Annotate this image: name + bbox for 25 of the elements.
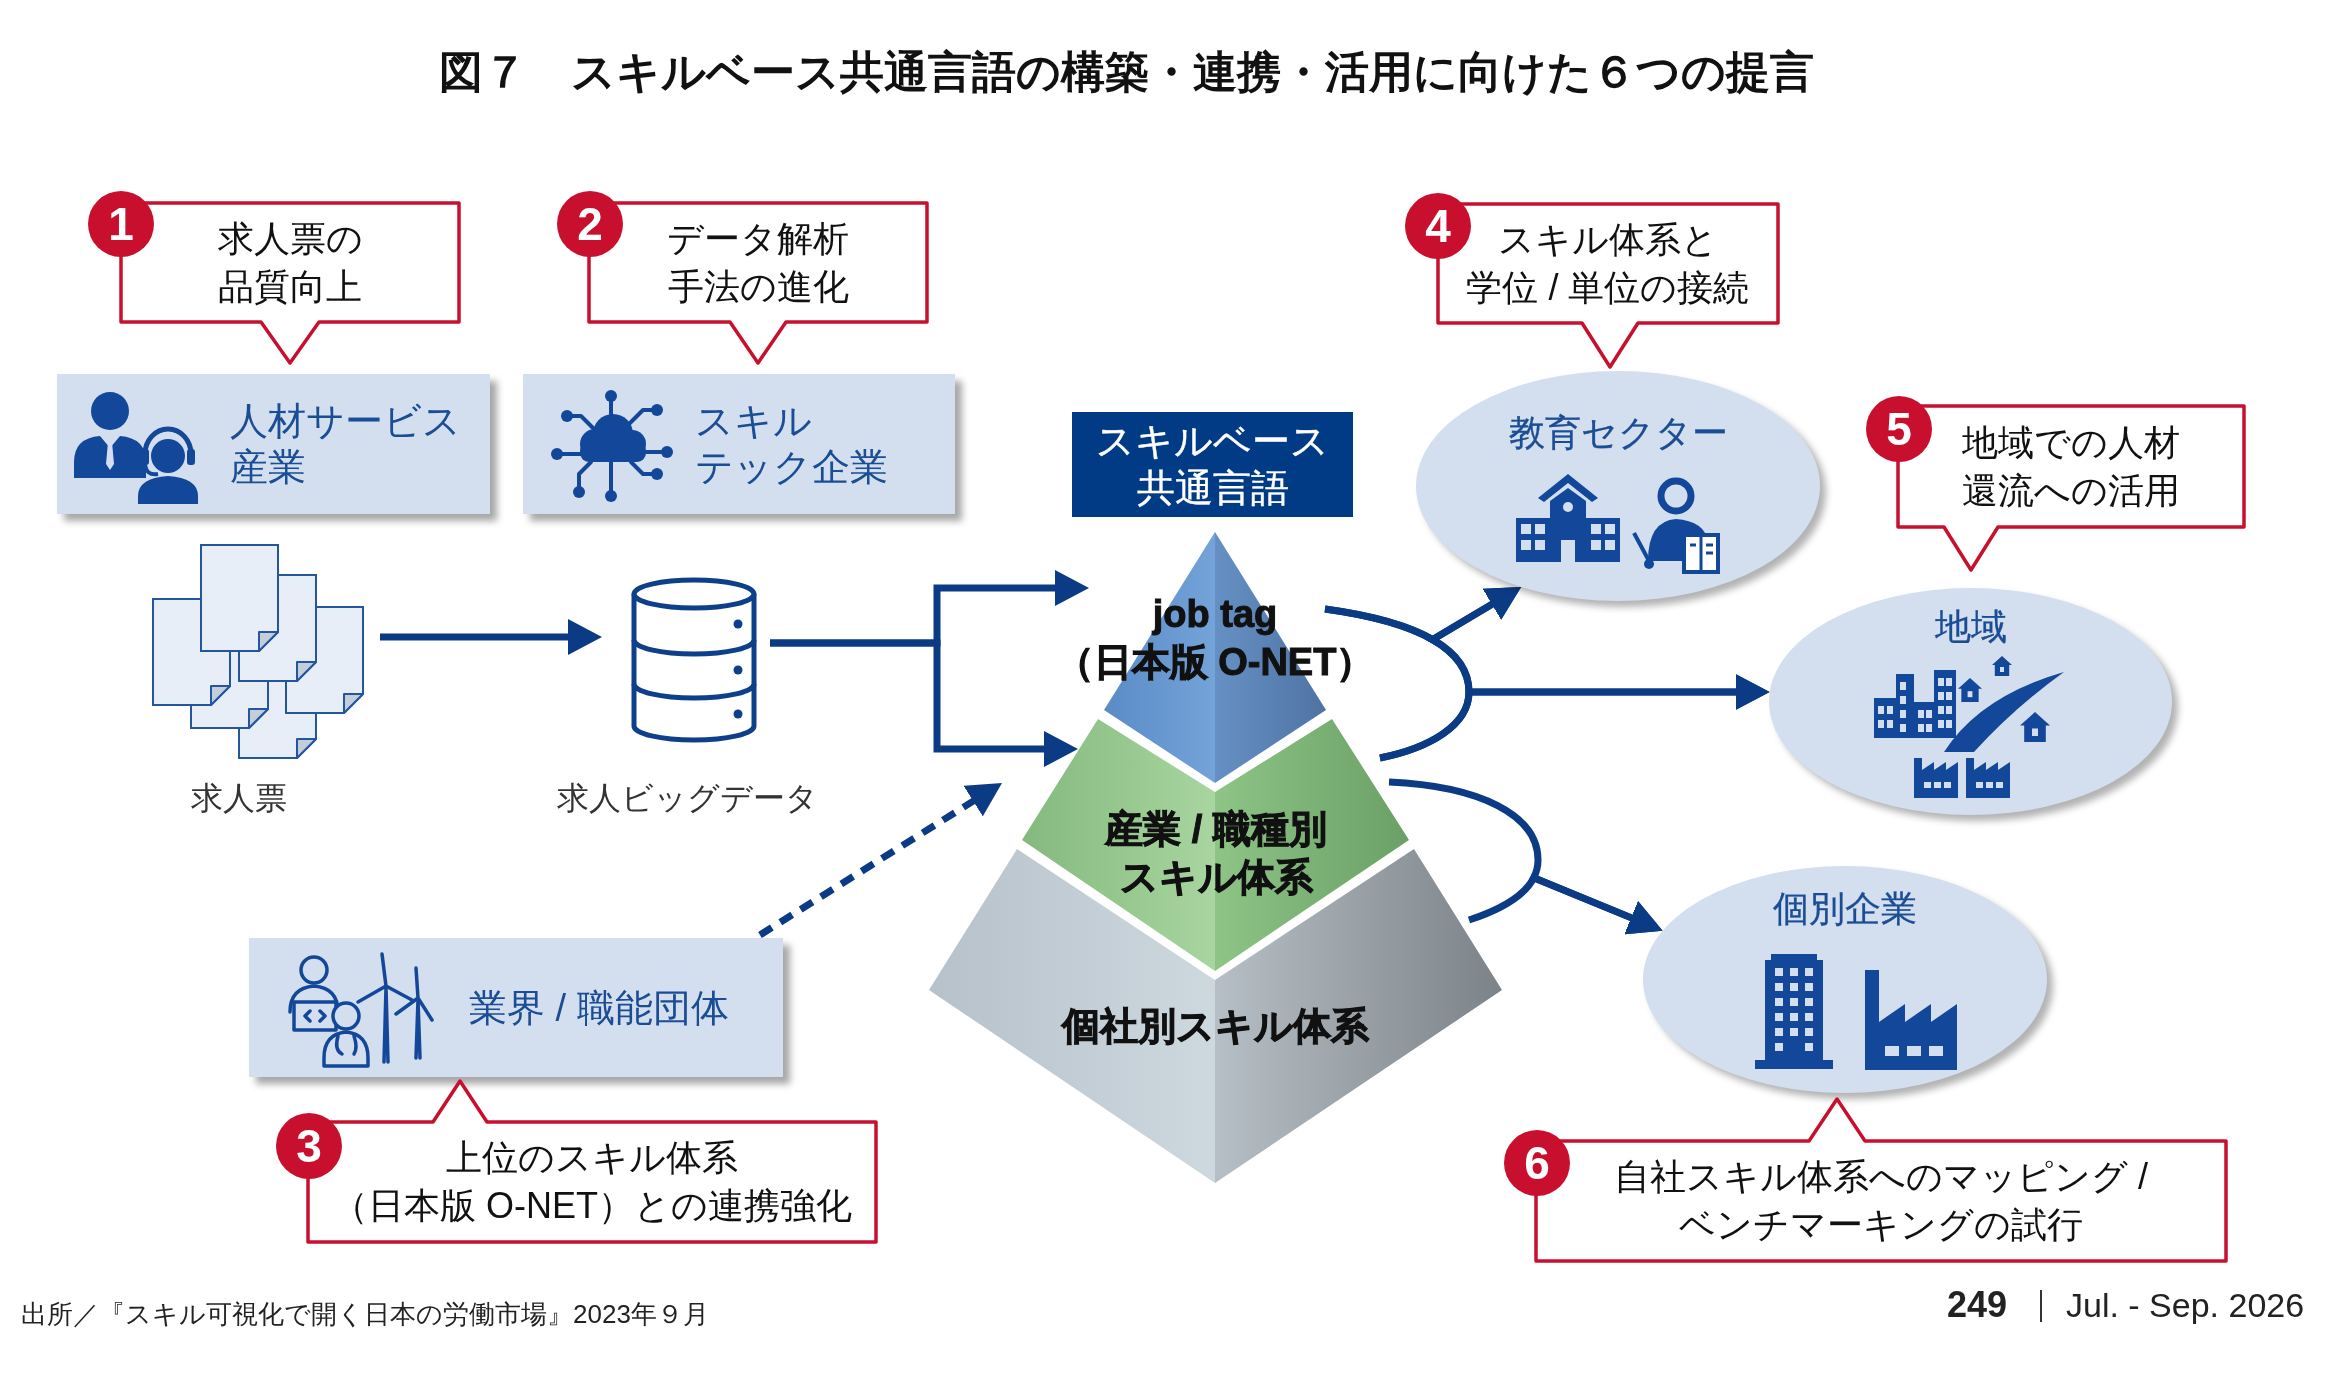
category-label: スキルテック企業 — [695, 399, 889, 490]
title-banner: スキルベース共通言語 — [1072, 412, 1353, 517]
number-badge: 6 — [1504, 1130, 1570, 1196]
sector-label: 個別企業 — [1773, 887, 1917, 931]
issue-date: Jul. - Sep. 2026 — [2066, 1285, 2305, 1326]
number-badge: 4 — [1405, 193, 1471, 259]
number-badge: 3 — [276, 1113, 342, 1179]
sector-label: 地域 — [1934, 605, 2007, 649]
category-box — [249, 938, 783, 1077]
dashed-arrow — [758, 783, 1002, 938]
number-badge: 2 — [557, 191, 623, 257]
number-badge: 1 — [88, 191, 154, 257]
page-number: 249 — [1947, 1283, 2008, 1327]
category-label: 人材サービス産業 — [230, 399, 462, 490]
category-box — [523, 374, 955, 514]
icon-label: 求人ビッグデータ — [556, 779, 818, 818]
icon-label: 求人票 — [191, 779, 287, 818]
sector-label: 教育セクター — [1508, 411, 1728, 455]
arrow — [1379, 674, 1770, 762]
number-badge: 5 — [1866, 396, 1932, 462]
title: 図７ スキルベース共通言語の構築・連携・活用に向けた６つの提言 — [438, 46, 1814, 98]
arrow — [1467, 874, 1663, 935]
source-note: 出所／『スキル可視化で開く日本の労働市場』2023年９月 — [21, 1298, 709, 1331]
category-box — [57, 374, 490, 514]
category-label: 業界 / 職能団体 — [469, 985, 729, 1031]
